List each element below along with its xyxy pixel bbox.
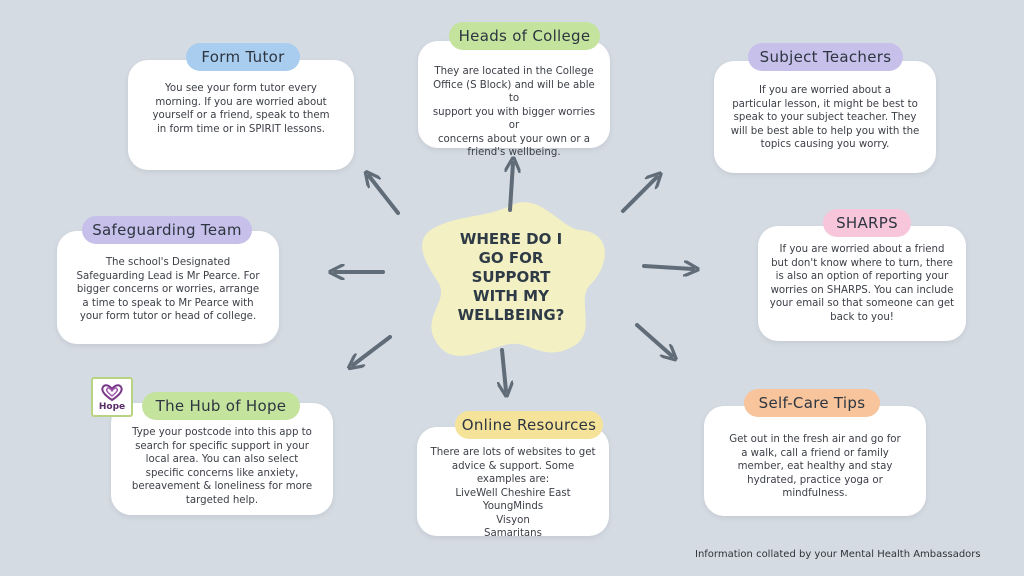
heart-icon	[101, 384, 123, 402]
online-resources-title: Online Resources	[455, 411, 603, 439]
self-care-tips-card: Get out in the fresh air and go for a wa…	[704, 406, 926, 516]
form-tutor-text: You see your form tutor every morning. I…	[152, 83, 330, 135]
safeguarding-team-title: Safeguarding Team	[82, 216, 252, 244]
form-tutor-title: Form Tutor	[186, 43, 300, 71]
hub-of-hope-logo: Hope	[91, 377, 133, 417]
sharps-title: SHARPS	[823, 209, 911, 237]
subject-teachers-card: If you are worried about a particular le…	[714, 61, 936, 173]
online-resources-text: There are lots of websites to get advice…	[430, 447, 596, 539]
arrow-to-self-care-tips	[635, 323, 672, 356]
sharps-card: If you are worried about a friend but do…	[758, 226, 966, 341]
arrow-to-subject-teachers	[621, 177, 657, 213]
form-tutor-card: You see your form tutor every morning. I…	[128, 60, 354, 170]
online-resources-card: There are lots of websites to get advice…	[417, 427, 609, 539]
hub-of-hope-card: Type your postcode into this app to sear…	[111, 403, 333, 515]
footer-credit: Information collated by your Mental Heal…	[695, 549, 981, 560]
safeguarding-team-text: The school's Designated Safeguarding Lea…	[76, 257, 260, 322]
hub-of-hope-logo-text: Hope	[98, 402, 126, 412]
center-title: WHERE DO I GO FOR SUPPORT WITH MY WELLBE…	[457, 230, 565, 324]
arrow-to-heads-of-college	[510, 163, 513, 212]
heads-of-college-title: Heads of College	[449, 22, 600, 50]
subject-teachers-text: If you are worried about a particular le…	[730, 85, 920, 150]
heads-of-college-card: They are located in the College Office (…	[418, 41, 610, 158]
heads-of-college-text: They are located in the College Office (…	[432, 66, 596, 158]
hub-of-hope-text: Type your postcode into this app to sear…	[131, 427, 313, 506]
arrow-to-hub-of-hope	[353, 335, 392, 365]
center-blob	[422, 202, 605, 356]
sharps-text: If you are worried about a friend but do…	[769, 244, 955, 323]
arrow-to-sharps	[642, 266, 693, 269]
safeguarding-team-card: The school's Designated Safeguarding Lea…	[57, 231, 279, 344]
arrow-to-online-resources	[502, 348, 506, 391]
subject-teachers-title: Subject Teachers	[748, 43, 903, 71]
arrow-to-form-tutor	[369, 176, 400, 215]
hub-of-hope-title: The Hub of Hope	[142, 392, 300, 420]
self-care-tips-title: Self-Care Tips	[744, 389, 880, 417]
self-care-tips-text: Get out in the fresh air and go for a wa…	[729, 434, 901, 499]
